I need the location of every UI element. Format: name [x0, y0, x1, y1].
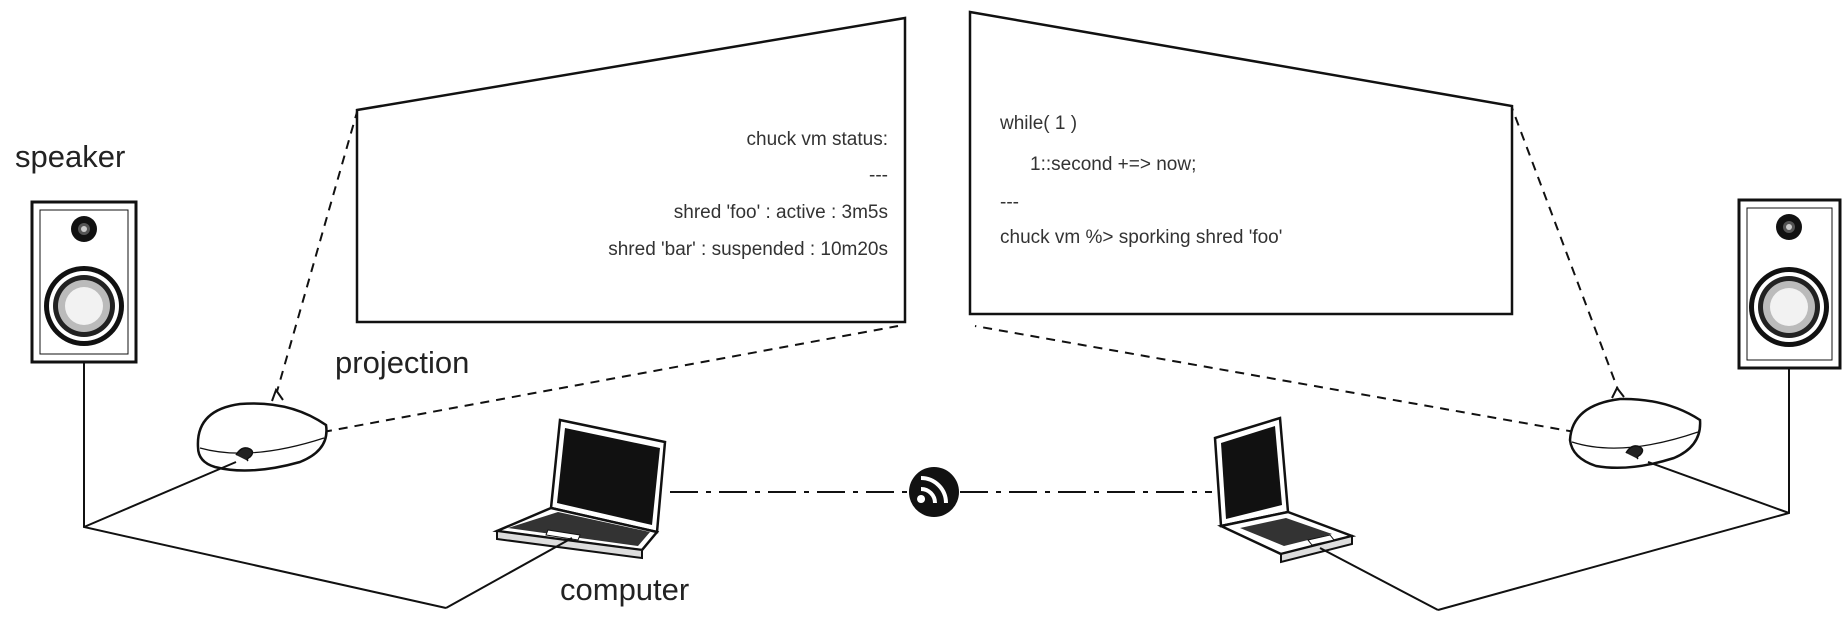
left-projector-cable — [83, 461, 237, 528]
computer-label: computer — [560, 572, 689, 607]
right-screen-line-4: chuck vm %> sporking shred 'foo' — [1000, 227, 1282, 248]
projector-icon — [1568, 386, 1702, 470]
speaker-icon — [1737, 198, 1842, 370]
right-beam-upper — [1511, 107, 1621, 396]
left-screen-line-3: shred 'foo' : active : 3m5s — [674, 202, 888, 223]
cables — [83, 362, 1790, 611]
left-projection-screen: chuck vm status: --- shred 'foo' : activ… — [355, 16, 907, 324]
laptop-icon — [1213, 416, 1357, 564]
projection-label: projection — [335, 345, 469, 380]
wireless-icon — [909, 467, 959, 517]
left-screen-line-4: shred 'bar' : suspended : 10m20s — [608, 239, 888, 260]
left-beam-lower — [322, 325, 899, 433]
right-beam-lower — [974, 325, 1576, 433]
right-laptop-cable — [1319, 547, 1439, 611]
speaker-label: speaker — [15, 139, 125, 174]
right-screen-line-1: while( 1 ) — [999, 113, 1077, 134]
right-screen-line-2: 1::second +=> now; — [1030, 154, 1196, 175]
left-screen-line-1: chuck vm status: — [747, 129, 889, 150]
left-laptop-cable — [445, 537, 573, 609]
projection-beams — [275, 107, 1621, 433]
left-screen-line-2: --- — [869, 165, 888, 186]
speaker-icon — [30, 200, 138, 364]
laptop-icon — [492, 418, 667, 560]
left-speaker-cable — [83, 362, 447, 609]
right-projector-cable — [1647, 461, 1790, 514]
right-projection-screen: while( 1 ) 1::second +=> now; --- chuck … — [968, 10, 1514, 316]
left-beam-upper — [275, 111, 358, 396]
projector-icon — [196, 387, 328, 472]
right-screen-line-3: --- — [1000, 192, 1019, 213]
